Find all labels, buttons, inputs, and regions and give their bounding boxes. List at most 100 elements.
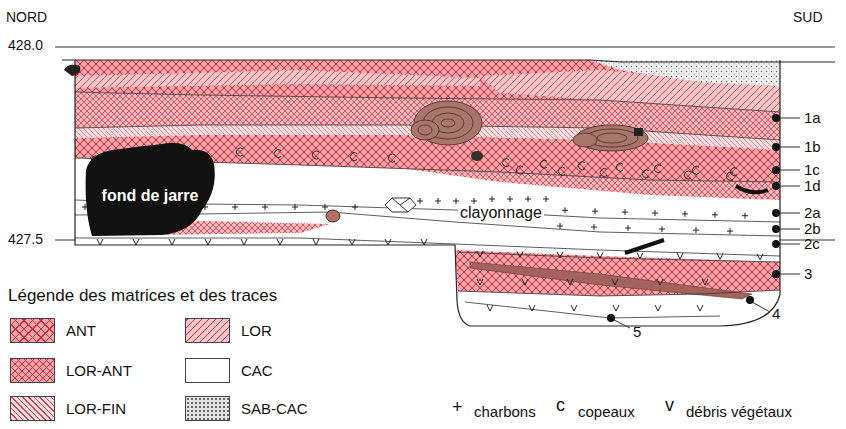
callout-number: 5 [633, 324, 641, 341]
trace-mark [684, 171, 691, 179]
trace-mark [312, 151, 319, 159]
vessel-label: fond de jarre [102, 187, 199, 205]
trace-mark [702, 279, 708, 285]
trace-mark [385, 239, 391, 245]
trace-mark [557, 252, 563, 258]
trace-mark [742, 213, 748, 219]
trace-mark [352, 204, 358, 210]
trace-mark [97, 239, 103, 245]
trace-mark [642, 170, 649, 178]
legend-text: débris végétaux [686, 404, 792, 421]
callout-number: 1d [804, 178, 821, 195]
trace-mark [421, 239, 427, 245]
trace-mark [502, 159, 509, 167]
trace-mark [697, 305, 703, 311]
label-nord: NORD [6, 10, 47, 25]
trace-mark [388, 154, 395, 162]
trace-mark [516, 166, 523, 174]
trace-mark [757, 254, 763, 260]
trace-mark [277, 239, 283, 245]
trace-mark [655, 305, 661, 311]
trace-mark [322, 204, 328, 210]
trace-mark [435, 198, 441, 204]
legend-swatch [185, 318, 230, 343]
trace-mark [659, 226, 665, 232]
trace-mark [654, 165, 661, 173]
layer-name: clayonnage [458, 204, 544, 222]
trace-mark [529, 305, 535, 311]
trace-mark [477, 279, 483, 285]
trace-mark [600, 169, 607, 177]
legend-text: CAC [241, 363, 273, 380]
trace-mark [578, 162, 585, 170]
legend-swatch [10, 358, 55, 383]
trace-mark [350, 153, 357, 161]
label-sud: SUD [793, 10, 823, 25]
trace-mark [205, 239, 211, 245]
trace-mark [522, 279, 528, 285]
legend-text: copeaux [578, 404, 635, 421]
trace-symbol: c [556, 396, 565, 416]
legend-text: SAB-CAC [241, 401, 308, 418]
trace-mark [726, 172, 733, 180]
trace-mark [613, 305, 619, 311]
legend-swatch [185, 396, 230, 421]
trace-mark [592, 208, 598, 214]
trace-mark [236, 148, 243, 156]
trace-mark [571, 305, 577, 311]
trace-mark [525, 196, 531, 202]
trace-mark [557, 223, 563, 229]
trace-mark [558, 167, 565, 175]
trace-mark [292, 204, 298, 210]
trace-mark [507, 196, 513, 202]
trace-mark [622, 209, 628, 215]
trace-mark [693, 227, 699, 233]
trace-mark [652, 210, 658, 216]
trace-mark [712, 212, 718, 218]
legend-swatch [10, 318, 55, 343]
trace-mark [241, 239, 247, 245]
callout-number: 2c [804, 236, 820, 253]
legend-text: ANT [66, 323, 96, 340]
trace-mark [349, 239, 355, 245]
legend-text: LOR-FIN [66, 401, 126, 418]
trace-mark [169, 239, 175, 245]
trace-mark [597, 252, 603, 258]
legend-title: Légende des matrices et des traces [8, 287, 277, 306]
callout-number: 2a [804, 205, 821, 222]
trace-mark [625, 225, 631, 231]
trace-mark [562, 207, 568, 213]
trace-mark [540, 160, 547, 168]
legend-swatch [10, 396, 55, 421]
callout-number: 4 [772, 306, 780, 323]
trace-mark [727, 228, 733, 234]
trace-mark [517, 251, 523, 257]
trace-mark [313, 239, 319, 245]
trace-mark [487, 305, 493, 311]
trace-mark [677, 253, 683, 259]
trace-mark [489, 196, 495, 202]
legend-text: LOR [241, 323, 272, 340]
callout-number: 1a [804, 110, 821, 127]
trace-mark [682, 211, 688, 217]
trace-symbol: + [452, 398, 463, 418]
trace-mark [417, 198, 423, 204]
elevation: 428.0 [8, 38, 43, 53]
trace-mark [543, 196, 549, 202]
trace-mark [262, 204, 268, 210]
trace-mark [637, 253, 643, 259]
trace-mark [692, 166, 699, 174]
trace-mark [591, 224, 597, 230]
trace-mark [232, 204, 238, 210]
callout-number: 1b [804, 139, 821, 156]
legend-swatch [185, 358, 230, 383]
trace-mark [274, 150, 281, 158]
elevation: 427.5 [8, 232, 43, 247]
trace-mark [477, 251, 483, 257]
legend-text: charbons [474, 404, 536, 421]
trace-mark [612, 279, 618, 285]
trace-mark [133, 239, 139, 245]
trace-mark [567, 279, 573, 285]
callout-number: 1c [804, 162, 820, 179]
trace-mark [657, 279, 663, 285]
